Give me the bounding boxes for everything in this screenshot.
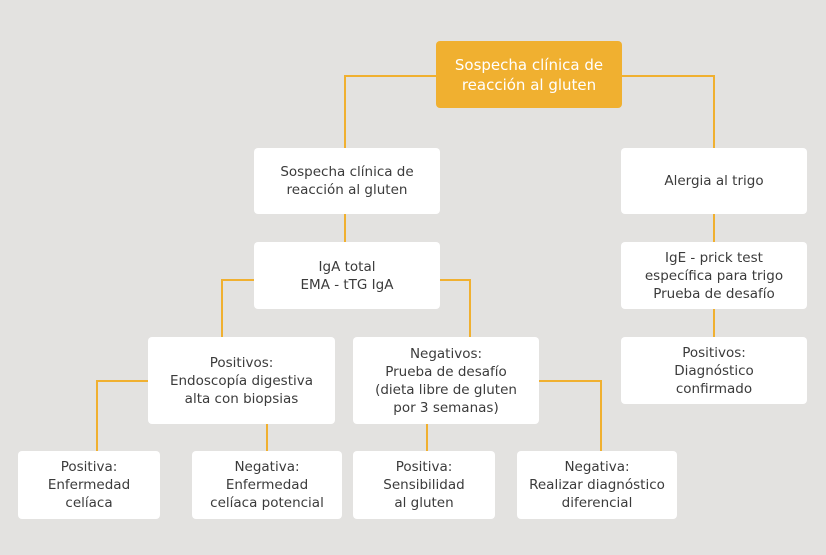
- node-differential-diagnosis: Negativa: Realizar diagnóstico diferenci…: [517, 451, 677, 519]
- edge-root-right: [622, 75, 715, 148]
- root-node: Sospecha clínica de reacción al gluten: [436, 41, 622, 108]
- node-celiac-disease: Positiva: Enfermedad celíaca: [18, 451, 160, 519]
- edge-positive-pos: [96, 380, 148, 451]
- node-left-positive: Positivos: Endoscopía digestiva alta con…: [148, 337, 335, 424]
- edge-root-left: [344, 75, 436, 148]
- node-left-suspicion: Sospecha clínica de reacción al gluten: [254, 148, 440, 214]
- node-gluten-sensitivity: Positiva: Sensibilidad al gluten: [353, 451, 495, 519]
- node-wheat-allergy: Alergia al trigo: [621, 148, 807, 214]
- node-left-tests: IgA total EMA - tTG IgA: [254, 242, 440, 309]
- node-potential-celiac: Negativa: Enfermedad celíaca potencial: [192, 451, 342, 519]
- node-left-negative: Negativos: Prueba de desafío (dieta libr…: [353, 337, 539, 424]
- node-right-tests: IgE - prick test específica para trigo P…: [621, 242, 807, 309]
- node-right-positive: Positivos: Diagnóstico confirmado: [621, 337, 807, 404]
- edge-negative-neg: [539, 380, 602, 451]
